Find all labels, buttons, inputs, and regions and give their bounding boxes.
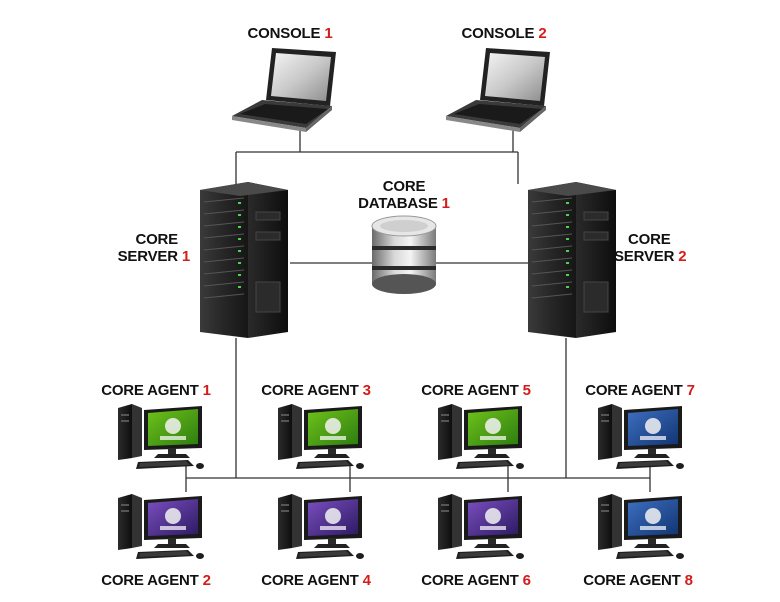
server-rack-icon (528, 182, 616, 338)
workstation-icon (278, 494, 364, 559)
database-icon (371, 215, 437, 294)
workstation-icon (438, 494, 524, 559)
workstation-icon (278, 404, 364, 469)
server-rack-icon (200, 182, 288, 338)
workstation-icon (598, 404, 684, 469)
workstation-icon (598, 494, 684, 559)
workstation-icon (438, 404, 524, 469)
workstation-icon (118, 494, 204, 559)
agent-workstations (118, 404, 684, 559)
workstation-icon (118, 404, 204, 469)
laptop-icon (232, 48, 336, 132)
laptop-icon (446, 48, 550, 132)
